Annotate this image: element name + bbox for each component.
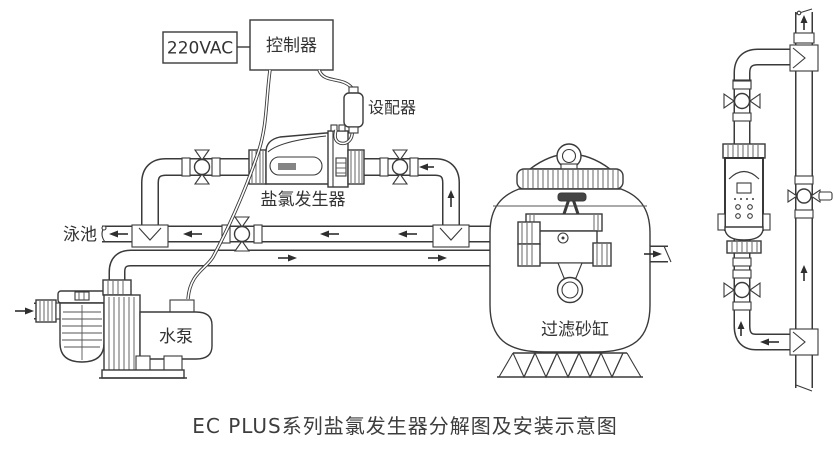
- valves: [181, 80, 833, 311]
- pipe-cut-end: [795, 384, 813, 392]
- salt-chlorine-generator: 盐氯发生器: [248, 124, 365, 210]
- flow-arrow-left-icon: [760, 338, 779, 346]
- union-nut: [517, 243, 541, 267]
- ball-valve: [181, 149, 221, 185]
- flow-arrow-left-icon: [398, 230, 417, 238]
- ball-valve: [379, 149, 419, 185]
- cell-lug: [762, 213, 771, 231]
- controller-label: 控制器: [266, 36, 317, 56]
- cell-button: [747, 213, 753, 219]
- inlet-union: [35, 299, 57, 323]
- lever-valve: [787, 175, 833, 219]
- ball-valve: [221, 216, 263, 252]
- pipe-cut-end: [663, 245, 672, 263]
- flow-arrow-left-icon: [320, 230, 339, 238]
- power-label: 220VAC: [167, 39, 233, 59]
- union-nut: [722, 143, 766, 159]
- valve-handle: [818, 191, 833, 201]
- flow-arrow-left-icon: [419, 163, 434, 171]
- flow-arrow-right-icon: [428, 254, 447, 262]
- cell-body: [724, 157, 764, 231]
- cable-terminal: [338, 124, 346, 132]
- drain-neck: [557, 262, 583, 279]
- flow-arrow-right-icon: [644, 250, 662, 258]
- pump-base: [101, 369, 185, 379]
- adapter-cable: [317, 69, 354, 90]
- flow-arrow-right-icon: [15, 307, 34, 315]
- ball-valve: [723, 80, 761, 122]
- chlorinator-cell-detail: [717, 143, 771, 254]
- pool-label: 泳池: [63, 225, 97, 245]
- motor: [139, 311, 213, 360]
- cell-button: [735, 213, 741, 219]
- cable-terminal: [330, 124, 338, 132]
- water-pump: 水泵: [35, 279, 213, 379]
- flow-arrow-up-icon: [800, 15, 808, 30]
- controller-body: [249, 19, 334, 71]
- discharge-union: [102, 279, 132, 296]
- diagram-caption: EC PLUS系列盐氯发生器分解图及安装示意图: [192, 414, 618, 438]
- flow-arrow-up-icon: [447, 190, 455, 207]
- motor-junction-box: [169, 299, 195, 314]
- pump-label: 水泵: [159, 327, 193, 347]
- cell-bottom-dome: [724, 226, 764, 241]
- multiport-valve: [517, 192, 612, 304]
- adapter-label: 设配器: [368, 98, 416, 117]
- filter-stand: [497, 351, 643, 379]
- adapter-body: [343, 92, 364, 128]
- cables: [186, 69, 354, 300]
- flow-arrows: [15, 15, 808, 346]
- union-nut: [517, 221, 541, 245]
- flow-arrow-right-icon: [278, 254, 297, 262]
- tee-fitting: [432, 224, 470, 248]
- flow-arrow-up-icon: [737, 321, 745, 336]
- union-nut: [726, 240, 762, 254]
- flow-arrow-left-icon: [109, 230, 128, 238]
- cell-button: [747, 204, 753, 210]
- sand-filter-label: 过滤砂缸: [541, 319, 609, 340]
- lock-ring-knurl: [522, 170, 619, 188]
- controller-box: 控制器: [249, 19, 334, 71]
- power-supply-box: 220VAC: [162, 31, 250, 64]
- flow-arrow-up-icon: [800, 265, 808, 281]
- tee-fitting: [131, 224, 169, 248]
- union-nut: [347, 149, 365, 185]
- cell-button: [735, 204, 741, 210]
- cell-display: [736, 182, 752, 194]
- flow-arrow-left-icon: [183, 230, 202, 238]
- chlorinator-label: 盐氯发生器: [261, 190, 346, 210]
- cell-lug: [717, 213, 726, 231]
- adapter-device: 设配器: [343, 86, 416, 134]
- sand-filter: 过滤砂缸: [489, 143, 651, 379]
- valve-handle: [557, 192, 587, 202]
- ball-valve: [723, 269, 761, 311]
- pipe-fittings: [101, 8, 819, 392]
